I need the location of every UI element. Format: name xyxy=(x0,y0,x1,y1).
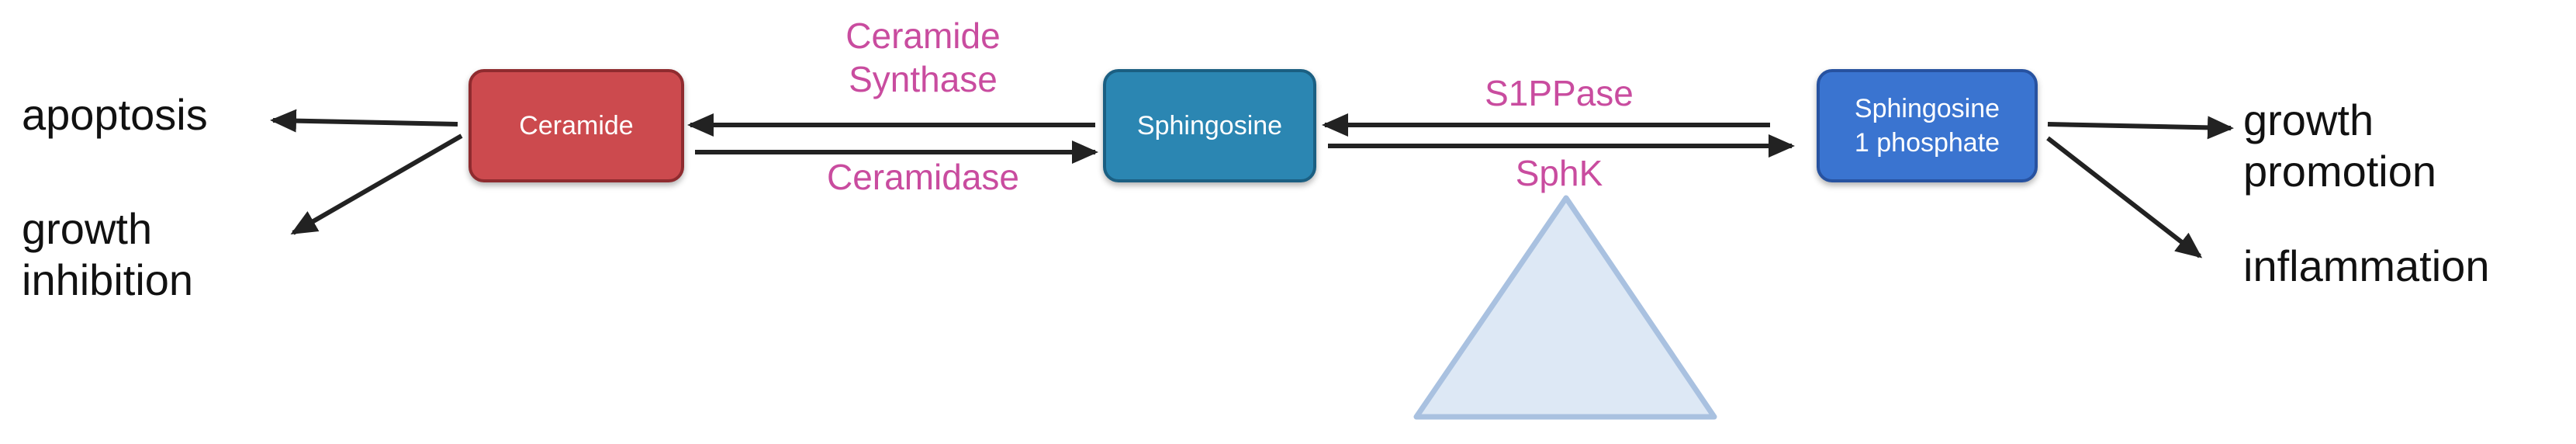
sphingosine-node: Sphingosine xyxy=(1103,69,1316,182)
fulcrum-triangle xyxy=(1413,195,1717,420)
outcome-growth-inhibition: growth inhibition xyxy=(22,203,193,306)
sphingosine-label: Sphingosine xyxy=(1136,111,1283,140)
growth-inhibition-line2: inhibition xyxy=(22,255,194,304)
s1p-label-line2: 1 phosphate xyxy=(1854,128,2000,158)
enzyme-label-ceramide-synthase: Ceramide Synthase xyxy=(776,14,1070,101)
outcome-growth-promotion: growth promotion xyxy=(2243,95,2436,197)
ceramide-node: Ceramide xyxy=(469,69,684,182)
outcome-inflammation: inflammation xyxy=(2243,241,2490,290)
arrow-ceramide-to-apoptosis xyxy=(270,109,458,133)
enzyme-label-s1ppase: S1PPase xyxy=(1485,73,1634,113)
growth-promotion-line1: growth xyxy=(2243,95,2374,144)
growth-promotion-line2: promotion xyxy=(2243,147,2437,196)
outcome-apoptosis: apoptosis xyxy=(22,90,208,139)
s1p-label-line1: Sphingosine xyxy=(1854,94,2000,123)
ceramide-label: Ceramide xyxy=(519,111,634,140)
arrow-s1p-to-inflammation xyxy=(2046,136,2203,258)
sphingosine-1-phosphate-node: Sphingosine 1 phosphate xyxy=(1817,69,2038,182)
enzyme-label-ceramidase: Ceramidase xyxy=(827,157,1019,197)
ceramide-synthase-line2: Synthase xyxy=(849,59,998,99)
enzyme-label-sphk: SphK xyxy=(1515,153,1603,193)
arrow-ceramide-to-growth-inhibition xyxy=(290,134,463,235)
ceramide-synthase-line1: Ceramide xyxy=(845,16,1001,56)
growth-inhibition-line1: growth xyxy=(22,204,153,253)
arrow-s1p-to-growth-promotion xyxy=(2047,116,2234,140)
